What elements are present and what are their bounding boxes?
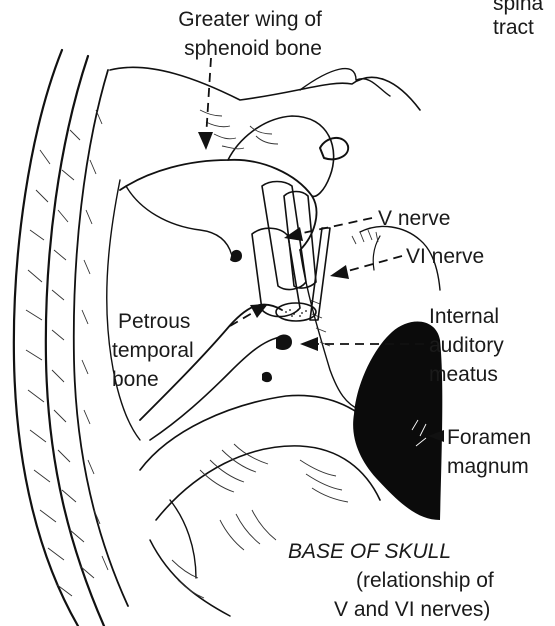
petrous-arrowhead [250,304,268,318]
caption-title: BASE OF SKULL [288,540,451,563]
caption-subtitle: (relationship of V and VI nerves) [334,569,500,621]
foramen-magnum-label: Foramen magnum [447,426,537,478]
greater-wing-label: Greater wing of sphenoid bone [178,8,327,60]
cranial-wall [14,50,128,626]
vi-nerve-label: VI nerve [406,245,484,268]
greater-wing-leader [206,58,211,138]
v-nerve-shape [252,182,316,322]
labels: spina tract Greater wing of sphenoid bon… [112,0,549,621]
petrous-temporal-bone-label: Petrous temporal bone [112,310,200,391]
v-nerve-label: V nerve [378,207,450,230]
vi-nerve-arrowhead [330,265,349,279]
internal-auditory-arrowhead [300,337,318,351]
internal-auditory-meatus-label: Internal auditory meatus [429,305,510,386]
spinal-tract-label: spina tract [493,0,549,39]
greater-wing-arrowhead [198,132,213,150]
